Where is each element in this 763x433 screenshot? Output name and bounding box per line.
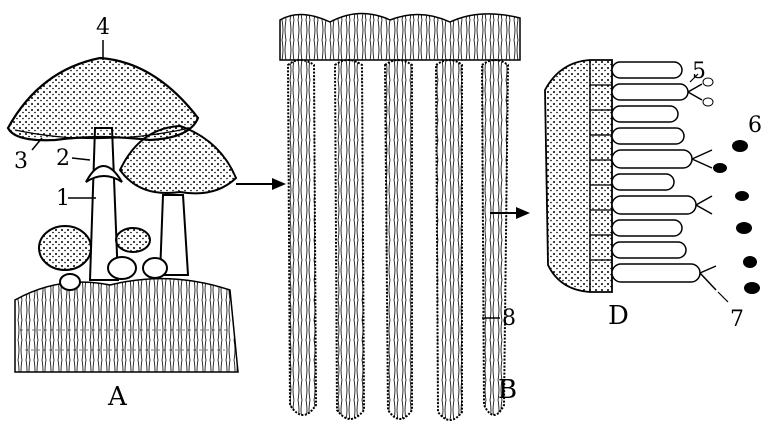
label-2: 2 <box>56 146 70 171</box>
label-5: 5 <box>692 59 706 84</box>
gill-plate <box>482 60 508 415</box>
spore <box>732 140 748 152</box>
soil <box>15 279 238 372</box>
panel-b-gill-section: 8 B <box>280 13 520 420</box>
spore <box>713 163 727 173</box>
label-1: 1 <box>56 186 70 211</box>
label-3: 3 <box>14 149 28 174</box>
arrow-a-to-b <box>236 178 286 190</box>
spore <box>743 256 757 268</box>
spore <box>736 222 752 234</box>
label-7: 7 <box>730 307 744 332</box>
gill-plate <box>436 60 462 420</box>
stipe <box>90 128 118 280</box>
gill-plate <box>335 60 364 419</box>
spore <box>744 282 760 294</box>
label-8: 8 <box>502 306 516 331</box>
panel-label-d: D <box>608 301 629 331</box>
gill-plate <box>288 60 316 415</box>
panel-d-hymenium: 5 6 7 D <box>545 59 762 332</box>
panel-a-mushrooms: 4 3 2 1 A <box>8 15 238 412</box>
label-4: 4 <box>96 15 110 40</box>
panel-label-a: A <box>107 382 128 412</box>
label-6: 6 <box>748 113 762 138</box>
panel-label-b: B <box>498 375 517 405</box>
gill-plate <box>385 60 412 419</box>
spore <box>735 191 749 201</box>
